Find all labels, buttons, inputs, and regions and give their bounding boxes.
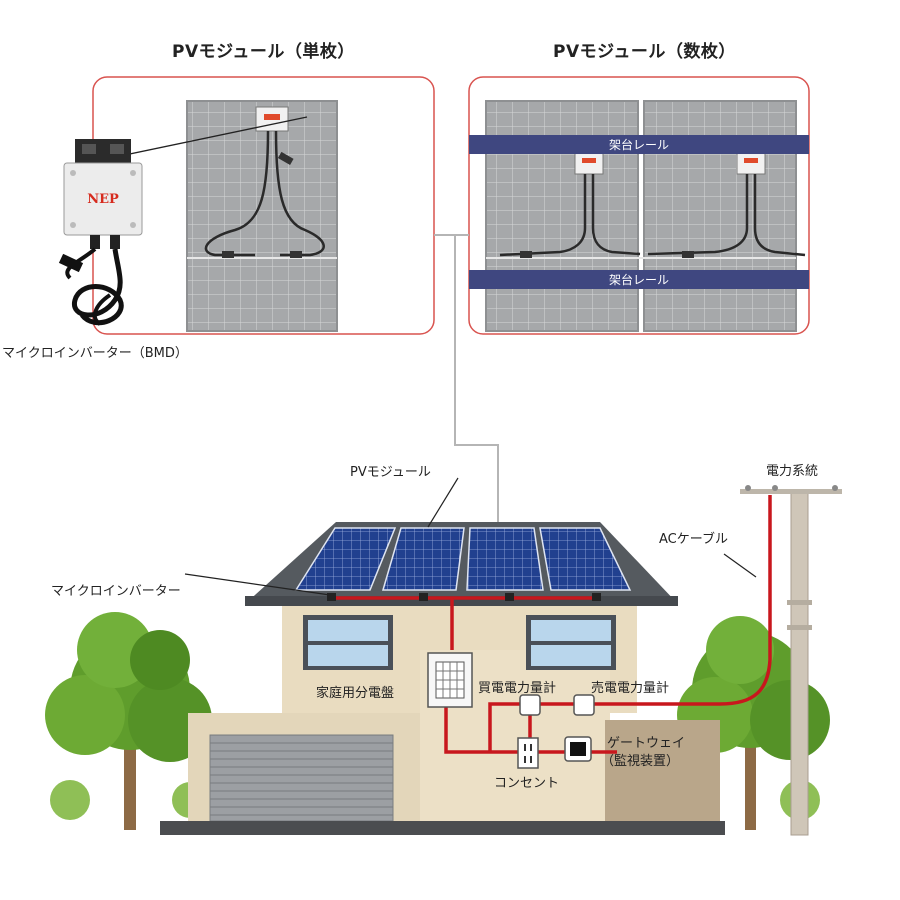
micro-inverter-device: NEP — [59, 139, 142, 324]
sell-meter-label: 売電電力量計 — [591, 677, 669, 696]
garage-door — [210, 735, 393, 821]
tree-left — [45, 612, 212, 830]
distribution-board-label: 家庭用分電盤 — [316, 682, 394, 701]
micro-bmd-label: マイクロインバーター（BMD） — [2, 342, 188, 361]
microinverter-label: マイクロインバーター — [51, 580, 181, 599]
roof-panel-3 — [467, 528, 543, 590]
buy-meter — [520, 695, 540, 715]
distribution-board — [428, 653, 472, 707]
rail-top-label: 架台レール — [609, 137, 669, 152]
single-module-title: PVモジュール（単枚） — [172, 37, 355, 62]
ac-cable-label: ACケーブル — [659, 528, 728, 547]
sell-meter — [574, 695, 594, 715]
gateway-label-line1: ゲートウェイ — [607, 732, 685, 751]
window-right — [526, 615, 616, 670]
single-pv-module — [187, 101, 337, 331]
window-left — [303, 615, 393, 670]
buy-meter-label: 買電電力量計 — [478, 677, 556, 696]
gateway-label-line2: （監視装置） — [601, 750, 679, 769]
gateway-device — [565, 737, 591, 761]
brand-logo: NEP — [87, 192, 119, 207]
power-grid-label: 電力系統 — [766, 460, 818, 479]
rail-bottom-label: 架台レール — [609, 272, 669, 287]
multi-module-title: PVモジュール（数枚） — [553, 37, 736, 62]
pv-module-label: PVモジュール — [350, 461, 431, 480]
outlet — [518, 738, 538, 768]
outlet-label: コンセント — [494, 772, 559, 791]
